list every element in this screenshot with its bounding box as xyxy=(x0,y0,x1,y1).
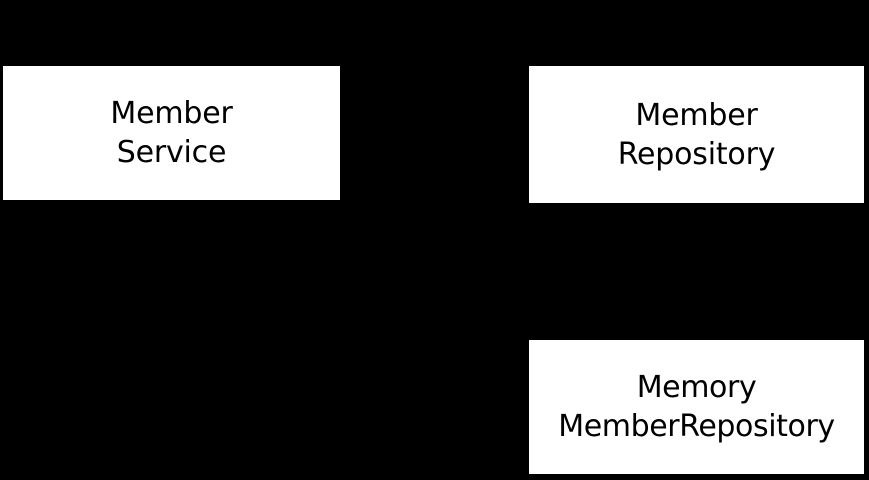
node-memory-member-repository-line-1: Memory xyxy=(636,370,757,405)
node-member-repository[interactable]: Member Repository xyxy=(529,66,864,203)
node-member-repository-line-2: Repository xyxy=(617,136,776,172)
node-member-service-line-1: Member xyxy=(110,96,233,131)
node-member-service[interactable]: Member Service xyxy=(3,66,340,200)
node-memory-member-repository[interactable]: Memory MemberRepository xyxy=(529,340,864,474)
node-memory-member-repository-line-2: MemberRepository xyxy=(558,409,835,444)
node-member-service-line-2: Service xyxy=(116,135,227,170)
node-member-repository-line-1: Member xyxy=(635,97,758,133)
